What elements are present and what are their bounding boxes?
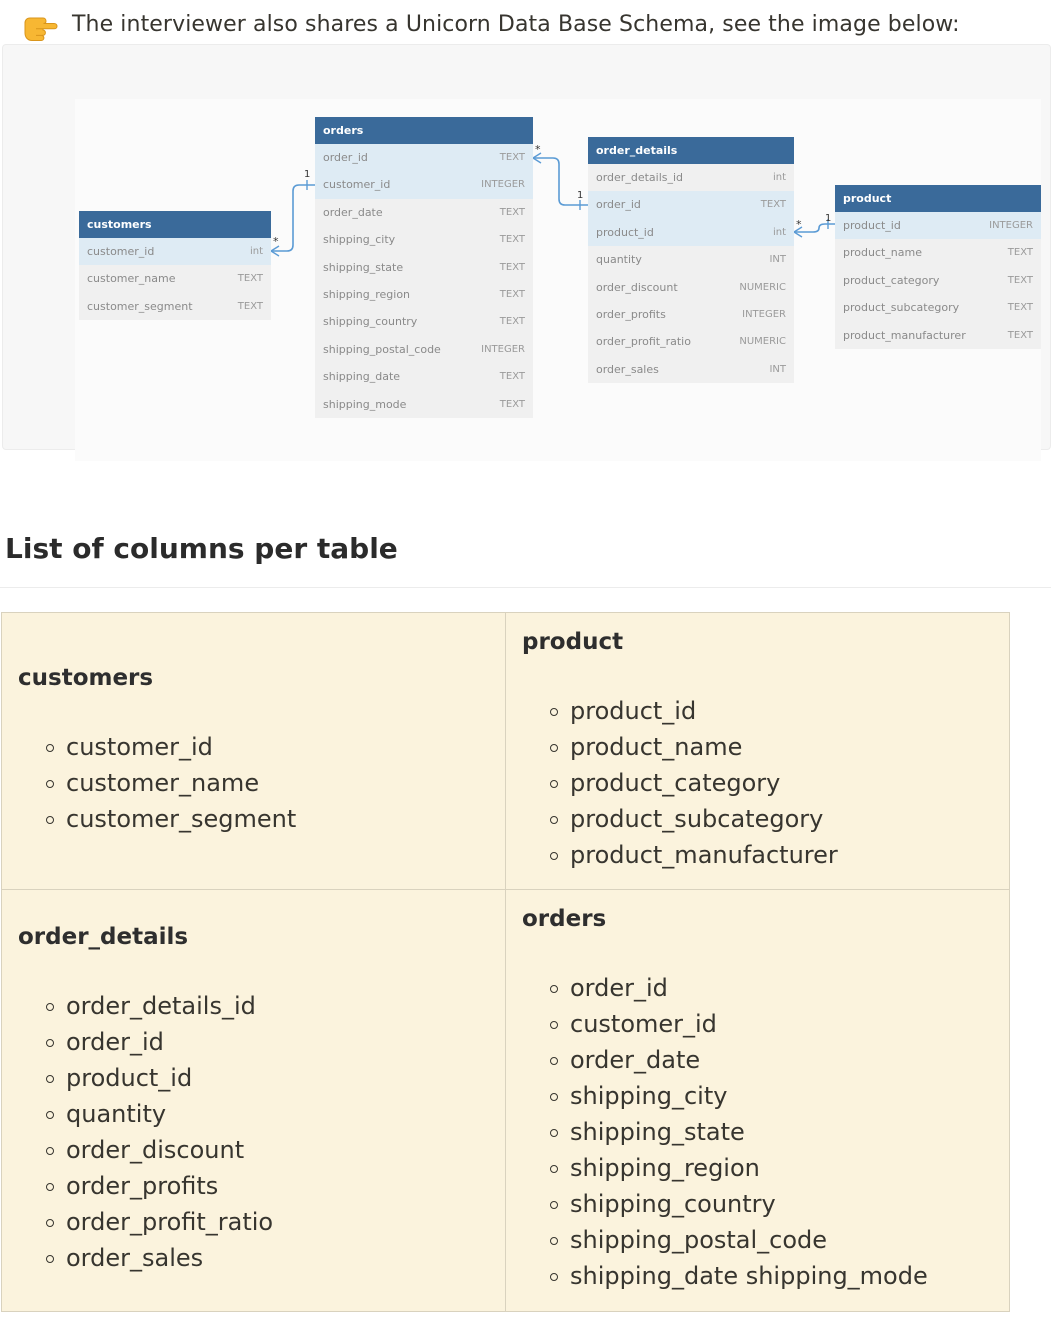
erd-table-header: order_details (588, 137, 794, 164)
list-item: order_sales (46, 1240, 495, 1276)
list-item: order_id (550, 970, 999, 1006)
list-item: shipping_state (550, 1114, 999, 1150)
callout: The interviewer also shares a Unicorn Da… (22, 6, 960, 42)
divider (0, 587, 1051, 588)
list-item: shipping_postal_code (550, 1222, 999, 1258)
column-list: order_details_id order_id product_id qua… (18, 988, 495, 1276)
list-item: order_discount (46, 1132, 495, 1168)
pointing-hand-icon (24, 17, 58, 41)
list-item: customer_id (550, 1006, 999, 1042)
relation-orders-orderdetails (533, 157, 588, 206)
column-list: order_id customer_id order_date shipping… (522, 970, 999, 1294)
list-item: shipping_city (550, 1078, 999, 1114)
relation-customers-orders (271, 184, 315, 252)
columns-table: customers customer_id customer_name cust… (1, 612, 1010, 1312)
list-item: product_manufacturer (550, 837, 999, 873)
erd-table-header: product (835, 185, 1041, 212)
section-heading: List of columns per table (5, 532, 398, 565)
rel-many-1: * (273, 235, 279, 248)
cell-title: orders (522, 906, 607, 932)
erd-table-header: customers (79, 211, 271, 238)
list-item: order_profit_ratio (46, 1204, 495, 1240)
rel-one-2: 1 (577, 190, 583, 201)
list-item: order_date (550, 1042, 999, 1078)
cell-product: product product_id product_name product_… (505, 612, 1010, 890)
erd-connectors: * 1 * 1 * 1 (270, 143, 835, 257)
list-item: shipping_date shipping_mode (550, 1258, 999, 1294)
list-item: order_id (46, 1024, 495, 1060)
list-item: product_id (550, 693, 999, 729)
rel-many-2: * (535, 143, 541, 156)
list-item: quantity (46, 1096, 495, 1132)
erd-table-header: orders (315, 117, 533, 144)
cell-orders: orders order_id customer_id order_date s… (505, 889, 1010, 1312)
list-item: product_id (46, 1060, 495, 1096)
list-item: customer_id (46, 729, 495, 765)
column-list: customer_id customer_name customer_segme… (18, 729, 495, 837)
cell-title: product (522, 629, 624, 655)
list-item: order_details_id (46, 988, 495, 1024)
relation-orderdetails-product (794, 223, 835, 233)
cell-customers: customers customer_id customer_name cust… (1, 612, 506, 890)
list-item: customer_name (46, 765, 495, 801)
list-item: order_profits (46, 1168, 495, 1204)
rel-many-3: * (796, 218, 802, 231)
list-item: customer_segment (46, 801, 495, 837)
list-item: product_subcategory (550, 801, 999, 837)
rel-one-1: 1 (304, 169, 310, 180)
cell-order-details: order_details order_details_id order_id … (1, 889, 506, 1312)
callout-text: The interviewer also shares a Unicorn Da… (72, 11, 960, 37)
list-item: shipping_region (550, 1150, 999, 1186)
list-item: shipping_country (550, 1186, 999, 1222)
list-item: product_category (550, 765, 999, 801)
cell-title: order_details (18, 924, 189, 950)
cell-title: customers (18, 665, 154, 691)
rel-one-3: 1 (825, 213, 831, 224)
list-item: product_name (550, 729, 999, 765)
column-list: product_id product_name product_category… (522, 693, 999, 873)
